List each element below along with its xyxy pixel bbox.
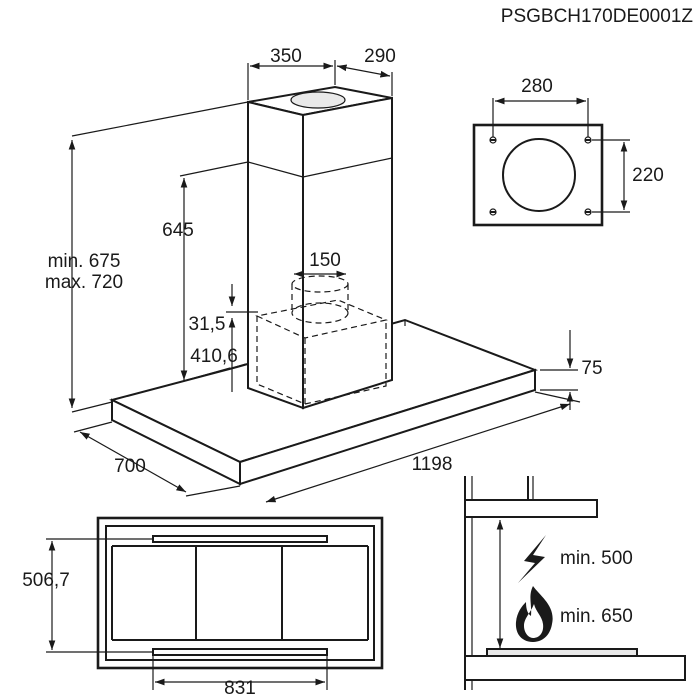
mounting-bracket-view: 280 220 <box>472 76 664 227</box>
dim-total-height: min. 675 max. 720 <box>45 101 249 413</box>
dim-outlet: 150 <box>294 250 346 278</box>
chimney-front <box>247 100 304 410</box>
label-electric-clearance: min. 500 <box>560 548 633 569</box>
label-rail-depth: 506,7 <box>22 570 70 591</box>
chimney-right <box>302 96 393 410</box>
hood-bottom-view: 506,7 831 <box>22 516 384 699</box>
label-chimney-depth: 290 <box>364 46 396 67</box>
label-body-height: 410,6 <box>190 346 238 367</box>
label-outlet-offset: 31,5 <box>189 314 226 335</box>
label-chimney-height: 645 <box>162 220 194 241</box>
label-height-min: min. 675 <box>48 251 121 272</box>
label-bracket-height: 220 <box>632 165 664 186</box>
label-rail-length: 831 <box>224 678 256 699</box>
label-bracket-width: 280 <box>521 76 553 97</box>
dim-canopy-width: 1198 <box>265 391 581 503</box>
label-canopy-width: 1198 <box>412 454 453 475</box>
product-code: PSGBCH170DE0001Z <box>501 6 694 27</box>
dim-canopy-depth: 700 <box>73 421 241 497</box>
chimney-outlet <box>290 91 346 109</box>
hood-isometric <box>109 85 539 486</box>
dim-lower: 31,5 410,6 <box>189 284 258 392</box>
clearance-view: min. 500 min. 650 <box>464 476 686 690</box>
label-canopy-thickness: 75 <box>581 358 602 379</box>
dim-canopy-thickness: 75 <box>540 330 603 410</box>
flame-icon <box>515 586 553 642</box>
label-chimney-width: 350 <box>270 46 302 67</box>
label-outlet-diameter: 150 <box>309 250 341 271</box>
label-canopy-depth: 700 <box>114 456 146 477</box>
motor-housing-hidden <box>255 275 388 405</box>
label-height-max: max. 720 <box>45 272 123 293</box>
dim-chimney-top: 350 290 <box>247 46 396 100</box>
label-gas-clearance: min. 650 <box>560 606 633 627</box>
lightning-icon <box>518 535 546 583</box>
